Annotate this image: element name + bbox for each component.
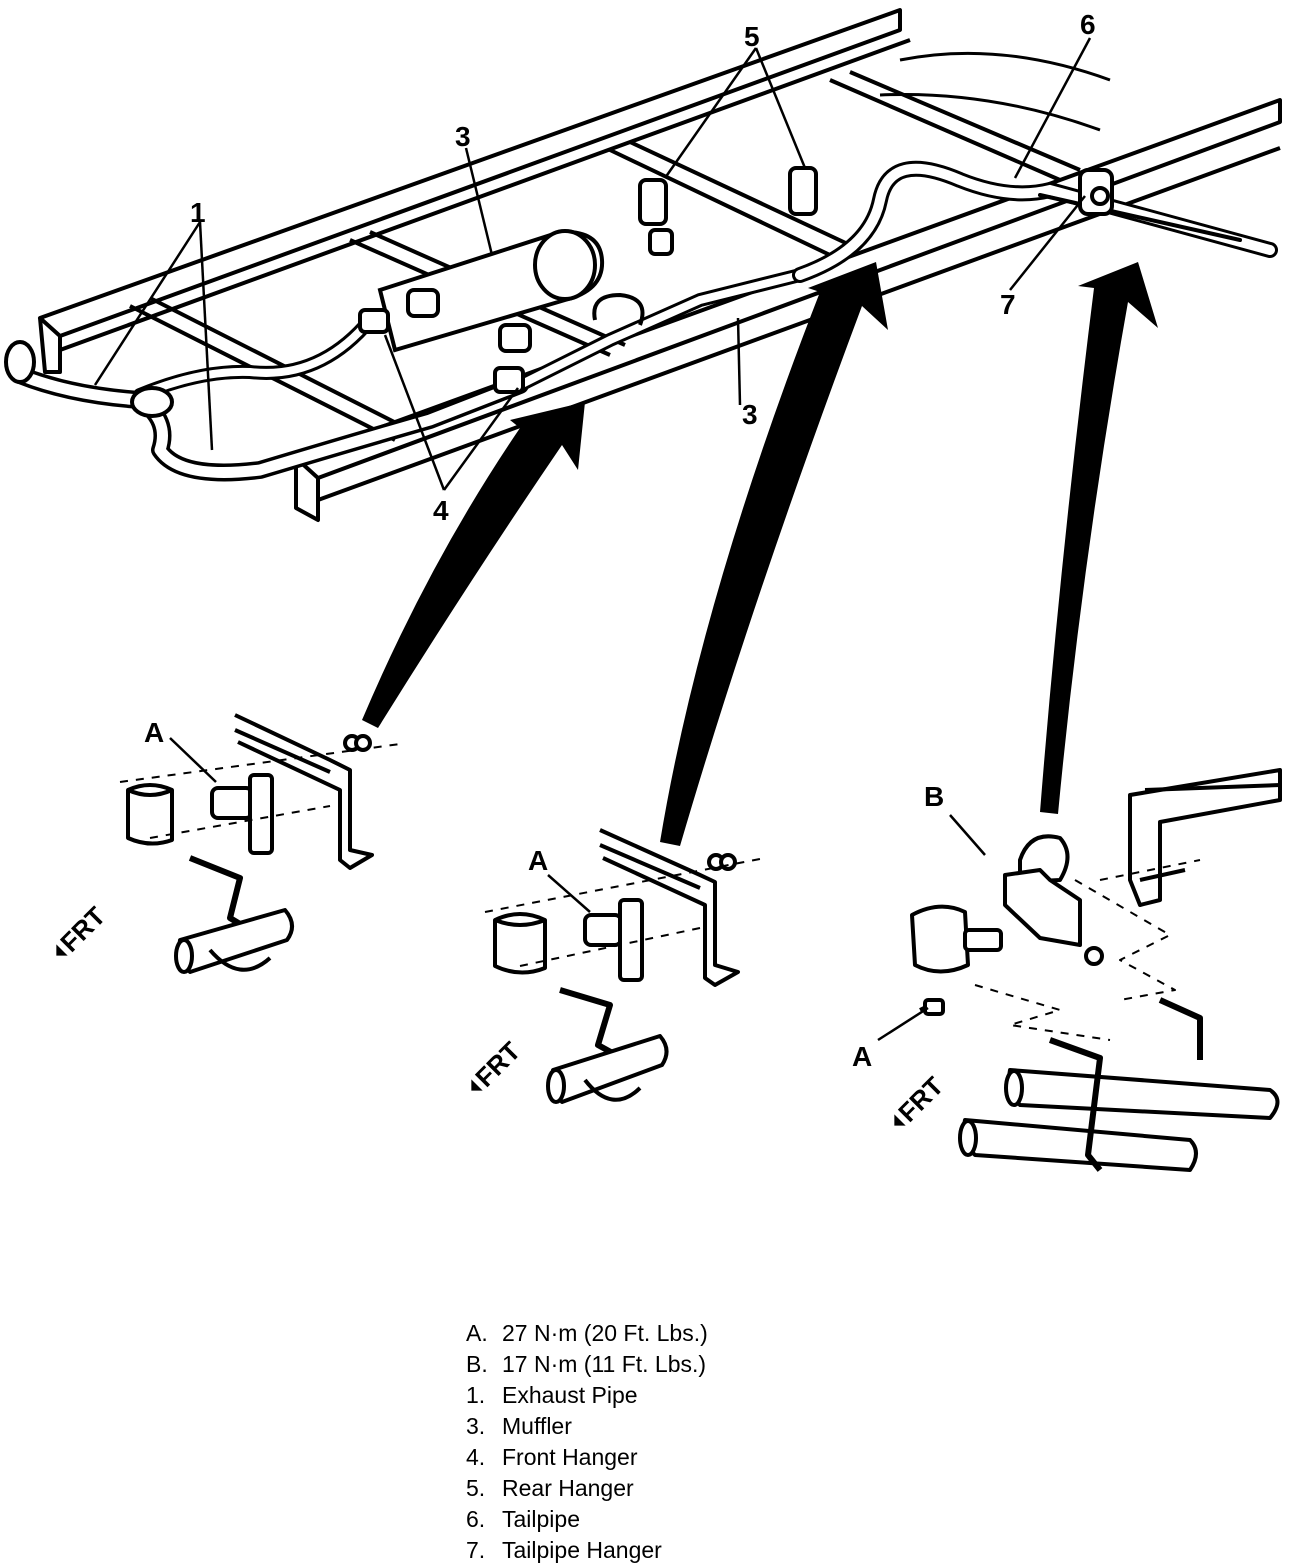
- legend-key: 1.: [466, 1382, 486, 1408]
- frt-marker-1: FRT: [54, 901, 111, 958]
- legend-key: A.: [466, 1320, 488, 1346]
- frt-label: FRT: [469, 1036, 526, 1093]
- legend-text: 27 N·m (20 Ft. Lbs.): [502, 1320, 708, 1346]
- legend-item: 1. Exhaust Pipe: [466, 1380, 708, 1411]
- detail3-callout-b: B: [924, 781, 944, 812]
- legend-item: 3. Muffler: [466, 1411, 708, 1442]
- frt-marker-3: FRT: [892, 1071, 949, 1128]
- legend-text: Tailpipe Hanger: [502, 1537, 662, 1563]
- legend-text: Front Hanger: [502, 1444, 638, 1470]
- detail3-callout-a: A: [852, 1041, 872, 1072]
- exhaust-pipe: [11, 313, 529, 482]
- legend-key: 4.: [466, 1444, 486, 1470]
- legend-item: 4. Front Hanger: [466, 1442, 708, 1473]
- callout-4: 4: [433, 495, 449, 526]
- callout-1: 1: [190, 197, 206, 228]
- rear-hangers: [638, 166, 818, 256]
- legend-text: 17 N·m (11 Ft. Lbs.): [502, 1351, 707, 1377]
- tailpipe-hanger: [1078, 168, 1114, 216]
- callout-3-muffler-top: 3: [455, 121, 471, 152]
- legend-item: 5. Rear Hanger: [466, 1473, 708, 1504]
- legend-key: 6.: [466, 1506, 486, 1532]
- leader-lines: [93, 37, 1092, 491]
- detail1-callout-a: A: [144, 717, 164, 748]
- detail1-a-leader: [169, 737, 217, 783]
- detail2-callout-a: A: [528, 845, 548, 876]
- legend-item: A. 27 N·m (20 Ft. Lbs.): [466, 1318, 708, 1349]
- legend-key: 3.: [466, 1413, 486, 1439]
- legend-text: Rear Hanger: [502, 1475, 634, 1501]
- legend-item: 7. Tailpipe Hanger: [466, 1535, 708, 1566]
- frt-label: FRT: [54, 901, 111, 958]
- callout-7: 7: [1000, 289, 1016, 320]
- frt-marker-2: FRT: [469, 1036, 526, 1093]
- callout-3-muffler-bottom: 3: [742, 399, 758, 430]
- detail-rear-hanger: [484, 828, 766, 1104]
- legend-key: 5.: [466, 1475, 486, 1501]
- callout-6: 6: [1080, 9, 1096, 40]
- legend-key: 7.: [466, 1537, 486, 1563]
- front-hangers: [358, 288, 532, 394]
- detail-tailpipe-hanger: [910, 768, 1282, 1172]
- legend-item: B. 17 N·m (11 Ft. Lbs.): [466, 1349, 708, 1380]
- detail3-leaders: [877, 814, 986, 1042]
- frt-label: FRT: [892, 1071, 949, 1128]
- detail2-a-leader: [547, 874, 591, 913]
- tailpipe: [792, 160, 1278, 283]
- legend-key: B.: [466, 1351, 488, 1377]
- detail-arrows: [362, 262, 1158, 846]
- callout-5: 5: [744, 21, 760, 52]
- legend: A. 27 N·m (20 Ft. Lbs.) B. 17 N·m (11 Ft. …: [466, 1318, 708, 1566]
- muffler: [377, 229, 802, 392]
- legend-text: Tailpipe: [502, 1506, 580, 1532]
- exhaust-flange: [4, 340, 174, 418]
- detail-front-hanger: [119, 713, 401, 974]
- legend-text: Exhaust Pipe: [502, 1382, 638, 1408]
- legend-text: Muffler: [502, 1413, 572, 1439]
- legend-item: 6. Tailpipe: [466, 1504, 708, 1535]
